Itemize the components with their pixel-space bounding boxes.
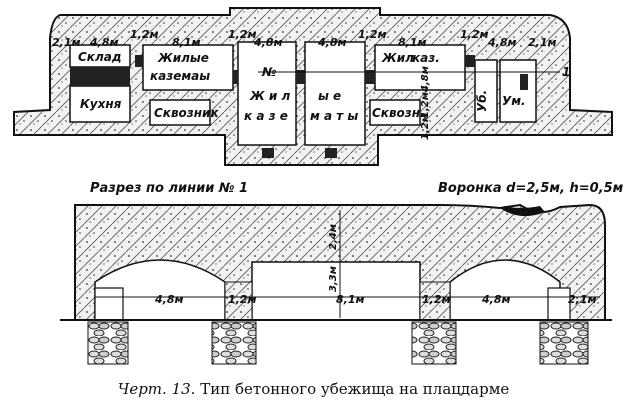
room-skvozn-right bbox=[369, 99, 421, 126]
plan-dim-9: 8,1м bbox=[398, 36, 426, 49]
label-kazematy-center-2: м а т ы bbox=[310, 109, 358, 123]
plan-dim-12: 2,1м bbox=[528, 36, 556, 49]
wall-band bbox=[70, 67, 130, 86]
plan-view: № 1 2,1м 4,8м 1,2м 8,1м 1,2м 4,8м 4,8м 1… bbox=[13, 7, 613, 166]
section-marker-right: 1 bbox=[562, 65, 570, 79]
label-zhilye-left-2: каземаы bbox=[150, 69, 210, 83]
caption-text: Тип бетонного убежища на плацдарме bbox=[200, 380, 510, 398]
section-dim-3: 8,1м bbox=[336, 293, 364, 306]
foundation-stones-4 bbox=[539, 321, 589, 365]
room-center-right bbox=[304, 41, 366, 146]
plan-dim-3: 1,2м bbox=[130, 28, 158, 41]
label-zhil-right-2: каз. bbox=[412, 51, 440, 65]
room-zhil-kaz-right bbox=[374, 44, 466, 91]
crater-note: Воронка d=2,5м, h=0,5м bbox=[438, 181, 624, 196]
doorways bbox=[135, 55, 475, 158]
caption-label: Черт. 13. bbox=[117, 380, 196, 398]
label-zhilye-center-1: Ж и л bbox=[249, 89, 290, 103]
plan-dim-2: 4,8м bbox=[89, 36, 118, 49]
room-um bbox=[499, 59, 537, 123]
plan-vdim-2: 1,2м bbox=[420, 92, 431, 118]
label-zhilye-center-2: ы е bbox=[318, 89, 341, 103]
section-title: Разрез по линии № 1 bbox=[90, 181, 248, 196]
plan-dim-7: 4,8м bbox=[317, 36, 346, 49]
section-view: Разрез по линии № 1 Воронка d=2,5м, h=0,… bbox=[60, 181, 624, 365]
right-arch-room bbox=[449, 259, 561, 321]
section-marker-left: № bbox=[261, 65, 276, 79]
plan-dim-11: 4,8м bbox=[487, 36, 516, 49]
label-ub: Уб. bbox=[475, 90, 489, 112]
foundation-stones-1 bbox=[87, 321, 129, 365]
room-center-left bbox=[237, 41, 297, 146]
section-dim-5: 4,8м bbox=[481, 293, 510, 306]
label-kazematy-center-1: к а з е bbox=[244, 109, 288, 123]
section-dim-1: 4,8м bbox=[154, 293, 183, 306]
label-kukhnya: Кухня bbox=[80, 97, 122, 111]
plan-dim-6: 4,8м bbox=[253, 36, 282, 49]
plan-dim-8: 1,2м bbox=[358, 28, 386, 41]
label-skvoznik-left: Сквозник bbox=[154, 106, 219, 120]
plan-dim-10: 1,2м bbox=[460, 28, 488, 41]
section-vdim-2: 3,3м bbox=[328, 266, 339, 292]
room-ub bbox=[474, 59, 498, 123]
plan-dim-4: 8,1м bbox=[172, 36, 200, 49]
plan-vdim-1: 4,8м bbox=[420, 66, 431, 93]
label-skvozn-right: Сквозн. bbox=[372, 106, 425, 120]
section-dim-4: 1,2м bbox=[422, 293, 450, 306]
foundation-stones-2 bbox=[211, 321, 257, 365]
left-end-box bbox=[94, 287, 124, 321]
plan-dimensions: 2,1м 4,8м 1,2м 8,1м 1,2м 4,8м 4,8м 1,2м … bbox=[52, 28, 556, 49]
plan-vdim-3: 1,2м bbox=[420, 114, 431, 140]
label-sklad: Склад bbox=[78, 50, 122, 64]
label-um: Ум. bbox=[502, 94, 526, 108]
section-vdim-1: 2,4м bbox=[328, 224, 339, 250]
room-zhilye-kazematy-left bbox=[142, 44, 234, 91]
label-zhilye-left-1: Жилые bbox=[157, 51, 209, 65]
foundation-stones-3 bbox=[411, 321, 457, 365]
room-skvoznik-left bbox=[149, 99, 211, 126]
um-fixture bbox=[520, 74, 528, 90]
plan-dim-1: 2,1м bbox=[52, 36, 80, 49]
pillar-2 bbox=[419, 281, 451, 321]
section-dim-6: 2,1м bbox=[568, 293, 596, 306]
figure-caption: Черт. 13. Тип бетонного убежища на плацд… bbox=[0, 380, 627, 398]
plan-dim-5: 1,2м bbox=[228, 28, 256, 41]
center-room bbox=[251, 261, 421, 321]
room-kukhnya bbox=[69, 85, 131, 123]
section-dim-2: 1,2м bbox=[228, 293, 256, 306]
right-end-box bbox=[547, 287, 571, 321]
pillar-1 bbox=[224, 281, 253, 321]
crater bbox=[500, 206, 545, 217]
drawing-canvas: № 1 2,1м 4,8м 1,2м 8,1м 1,2м 4,8м 4,8м 1… bbox=[13, 7, 624, 365]
label-zhil-right-1: Жил bbox=[381, 51, 414, 65]
